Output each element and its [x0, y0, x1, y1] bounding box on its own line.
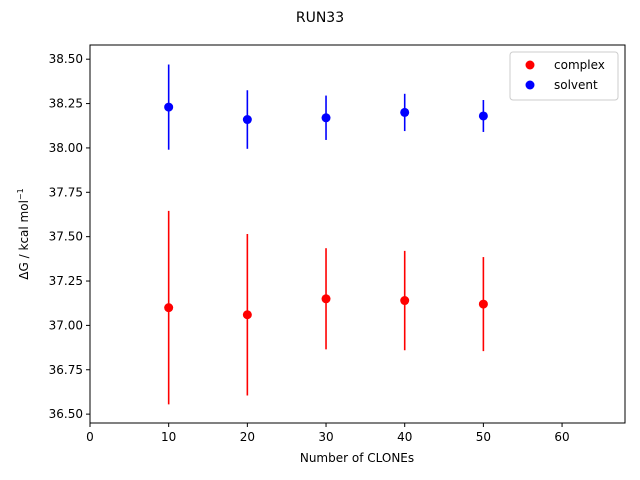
data-point: [321, 294, 331, 304]
legend-box: [509, 51, 619, 101]
legend-marker: [525, 80, 535, 90]
y-tick-label: 37.75: [49, 185, 83, 199]
data-point: [242, 310, 252, 320]
data-point: [164, 102, 174, 112]
legend-marker: [525, 60, 535, 70]
x-tick-label: 40: [397, 430, 412, 444]
plot-area: [164, 64, 488, 405]
legend-label: complex: [554, 58, 605, 72]
data-point: [478, 299, 488, 309]
x-tick-label: 50: [476, 430, 491, 444]
x-axis-label: Number of CLONEs: [300, 451, 414, 465]
x-axis: 0 10 20 30 40 50 60: [86, 423, 570, 444]
y-tick-label: 36.50: [49, 407, 83, 421]
y-tick-label: 36.75: [49, 363, 83, 377]
data-point: [478, 111, 488, 121]
y-tick-label: 37.25: [49, 274, 83, 288]
data-point: [400, 296, 410, 306]
legend: complex solvent: [509, 51, 619, 101]
data-point: [242, 115, 252, 125]
chart-title: RUN33: [296, 10, 344, 26]
y-axis-label: ΔG / kcal mol−1: [16, 188, 31, 279]
y-tick-label: 38.25: [49, 97, 83, 111]
legend-label: solvent: [554, 78, 598, 92]
x-tick-label: 0: [86, 430, 94, 444]
data-point: [164, 303, 174, 313]
y-axis: 36.50 36.75 37.00 37.25 37.50 37.75 38.00 38.25…: [49, 52, 90, 421]
y-tick-label: 38.00: [49, 141, 83, 155]
y-tick-label: 37.00: [49, 318, 83, 332]
plot-frame: [89, 44, 626, 424]
data-point: [321, 113, 331, 123]
x-tick-label: 60: [554, 430, 569, 444]
series-solvent: [164, 64, 488, 150]
y-axis-label-superscript: −1: [16, 188, 25, 200]
y-axis-label-main: ΔG / kcal mol: [17, 200, 31, 280]
y-tick-label: 37.50: [49, 230, 83, 244]
x-tick-label: 10: [161, 430, 176, 444]
x-tick-label: 30: [318, 430, 333, 444]
x-tick-label: 20: [240, 430, 255, 444]
data-point: [400, 107, 410, 117]
y-tick-label: 38.50: [49, 52, 83, 66]
series-complex: [164, 210, 488, 405]
